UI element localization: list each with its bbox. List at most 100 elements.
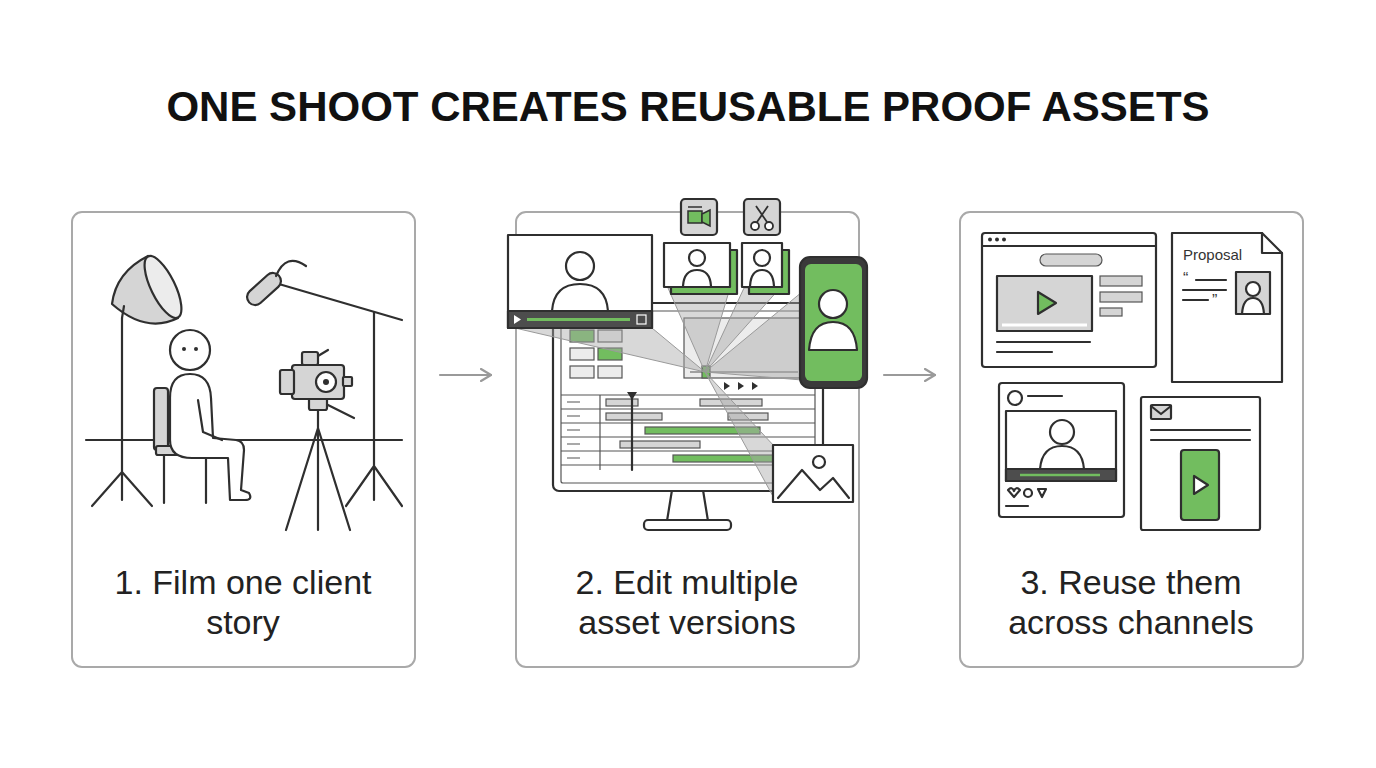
timeline-clip xyxy=(673,455,783,462)
floor-line xyxy=(86,439,402,441)
proposal-document xyxy=(1172,233,1282,382)
thumbnail-person-head xyxy=(754,250,770,266)
softbox-light xyxy=(112,256,178,324)
camera-knob xyxy=(343,377,352,386)
quote-mark: “ xyxy=(1183,271,1188,287)
web-text-lines xyxy=(997,342,1090,352)
video-thumbnail xyxy=(664,243,730,287)
monitor-frame xyxy=(553,303,823,491)
social-reaction-icons xyxy=(1008,488,1046,497)
track-markers xyxy=(567,402,580,458)
phone-person-head xyxy=(819,290,847,318)
monitor-base xyxy=(644,520,731,530)
media-bin-clip xyxy=(598,330,622,342)
timeline-clip xyxy=(728,413,768,420)
email-icon-flap xyxy=(1151,406,1171,414)
boom-arm xyxy=(272,282,402,320)
social-control-bar xyxy=(1006,469,1116,481)
step-panel: 2. Edit multiple asset versions xyxy=(515,211,860,668)
fullscreen-icon xyxy=(637,315,646,324)
thumbnail-person-body xyxy=(750,270,774,286)
scissors-handle xyxy=(765,222,773,230)
email-icon xyxy=(1151,405,1171,419)
step-caption: 3. Reuse them across channels xyxy=(986,562,1276,642)
boom-microphone xyxy=(244,270,284,309)
step-caption-block: 1. Film one client story xyxy=(98,562,388,642)
browser-search-bar xyxy=(1040,254,1102,266)
social-video xyxy=(1006,411,1116,481)
web-video-progress xyxy=(1002,324,1087,327)
preview-knob xyxy=(702,366,710,378)
quote-mark: ” xyxy=(1212,293,1217,309)
channels-scene xyxy=(982,233,1282,530)
seated-person xyxy=(170,374,250,500)
document-heading: Proposal xyxy=(1183,247,1242,262)
video-control-bar xyxy=(508,311,652,328)
media-bin-clip xyxy=(598,348,622,360)
thumbnail-shadow xyxy=(671,250,737,294)
scissors-blades xyxy=(756,206,768,222)
chair-legs xyxy=(164,455,206,503)
phone-screen xyxy=(805,264,862,381)
media-bin-clip xyxy=(570,348,594,360)
thumbnail-person-head xyxy=(689,250,705,266)
chair-seat xyxy=(156,446,214,455)
social-post xyxy=(999,383,1124,517)
person-eye xyxy=(182,347,186,351)
camera-dial-center xyxy=(323,379,329,385)
timeline-clip xyxy=(645,427,760,434)
web-video xyxy=(997,276,1092,331)
monitor-neck xyxy=(667,490,708,521)
media-bin-clip xyxy=(570,366,594,378)
light-stand xyxy=(92,318,152,506)
timeline-clip xyxy=(700,399,762,406)
light-mount xyxy=(122,306,124,318)
document-photo-body xyxy=(1242,298,1264,314)
email-text-lines xyxy=(1151,430,1250,440)
person-eye xyxy=(194,347,198,351)
email-video xyxy=(1181,450,1219,520)
playhead-marker xyxy=(627,392,637,400)
web-text-block xyxy=(1100,308,1122,316)
flow-arrow xyxy=(440,374,491,376)
video-progress xyxy=(527,318,630,321)
thumbnail-person-body xyxy=(683,270,711,286)
email-play-button xyxy=(1194,476,1208,494)
diagram-title: ONE SHOOT CREATES REUSABLE PROOF ASSETS xyxy=(0,86,1376,128)
flow-arrow xyxy=(884,374,935,376)
projection-wedge xyxy=(705,372,775,500)
social-progress xyxy=(1020,474,1100,477)
monitor-screen xyxy=(561,311,815,483)
video-camera-icon xyxy=(681,199,717,235)
timeline-top xyxy=(561,394,815,395)
step-caption: 1. Film one client story xyxy=(98,562,388,642)
timeline-clip xyxy=(606,413,662,420)
step-panel: 3. Reuse them across channels xyxy=(959,211,1304,668)
web-play-button xyxy=(1038,292,1056,314)
browser-dot xyxy=(1002,238,1006,242)
studio-scene xyxy=(86,251,402,530)
preview-progress xyxy=(690,371,798,372)
boom-stand xyxy=(346,312,402,506)
camera-antenna xyxy=(318,350,328,356)
projection-wedge xyxy=(705,292,802,380)
browser-header-line xyxy=(982,245,1156,247)
browser-dot xyxy=(995,238,999,242)
document-photo xyxy=(1236,272,1270,314)
image-asset xyxy=(773,445,853,502)
phone-frame xyxy=(800,257,867,388)
social-text-line xyxy=(1006,505,1028,507)
tripod-head xyxy=(309,398,327,410)
image-mountains xyxy=(778,470,849,498)
playhead xyxy=(631,394,633,470)
timeline-clip xyxy=(620,441,700,448)
person-arm xyxy=(198,400,222,440)
document-text-lines xyxy=(1183,280,1226,300)
video-window xyxy=(508,235,652,328)
projection-wedge xyxy=(668,288,730,372)
phone-person-body xyxy=(809,322,857,350)
web-text-block xyxy=(1100,276,1142,286)
playback-controls xyxy=(724,382,758,390)
thumbnail-shadow xyxy=(749,250,789,294)
media-bin-clip xyxy=(598,366,622,378)
